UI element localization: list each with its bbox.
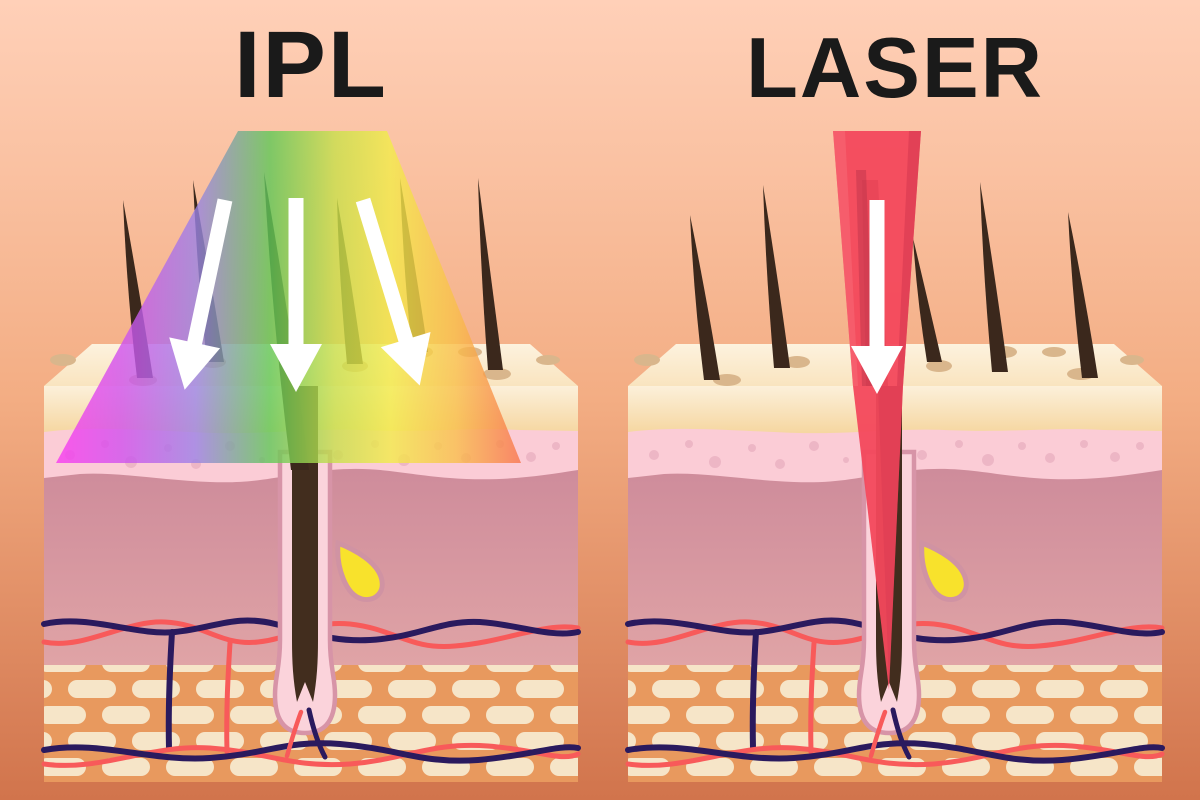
hair [763, 185, 790, 368]
hair [980, 182, 1008, 372]
ipl-title: IPL [234, 12, 388, 118]
laser-beam [833, 131, 921, 690]
ipl-panel [44, 131, 578, 782]
hair [913, 238, 942, 362]
hair [1068, 212, 1098, 378]
hair [690, 215, 720, 380]
hair [478, 178, 503, 370]
laser-panel [628, 131, 1162, 782]
laser-title: LASER [745, 21, 1045, 116]
